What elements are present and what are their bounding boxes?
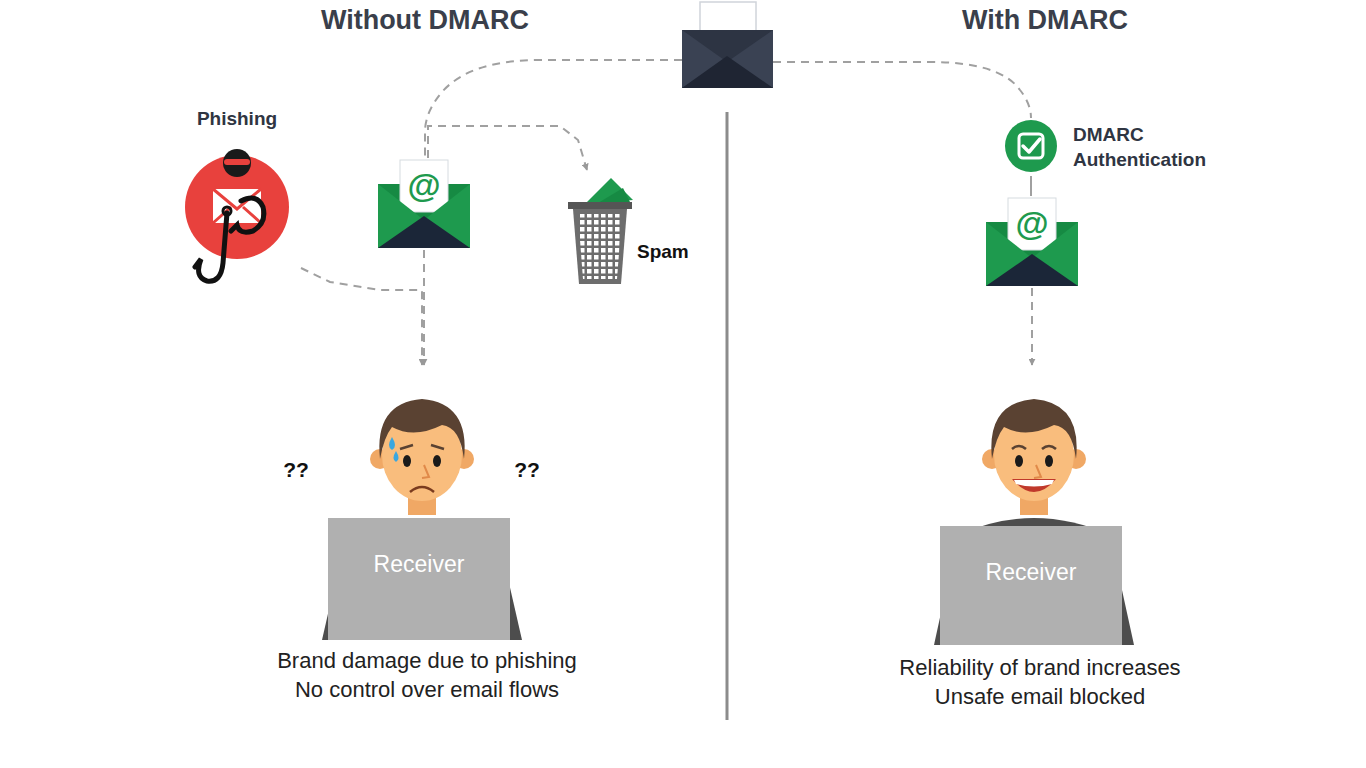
- dmarc-badge: DMARC Authentication: [1001, 118, 1227, 176]
- node-text: Phishing: [177, 107, 297, 131]
- flow-connector: [301, 268, 422, 365]
- receiver-laptop-shape: [300, 365, 550, 640]
- outcome-note: Unsafe email blocked: [935, 684, 1145, 710]
- phishing-icon-shape: [177, 103, 297, 303]
- node-text: Receiver: [328, 550, 510, 578]
- flow-line: [425, 60, 682, 158]
- top-envelope: [682, 2, 773, 88]
- outcome-note: Reliability of brand increases: [899, 655, 1180, 681]
- outcome-note: No control over email flows: [295, 677, 559, 703]
- receiver-laptop: Receiver: [300, 365, 550, 640]
- node-text: Receiver: [940, 558, 1122, 586]
- panel-heading: With DMARC: [962, 4, 1128, 36]
- node-text: Spam: [637, 240, 689, 264]
- node-text: @: [378, 166, 470, 204]
- flow-connector: [1030, 176, 1032, 196]
- question-marks: ??: [283, 458, 309, 482]
- question-marks: ??: [514, 458, 540, 482]
- flow-connector: [423, 250, 425, 365]
- receiver-laptop: Receiver: [908, 365, 1158, 645]
- node-text: DMARC Authentication: [1073, 122, 1223, 172]
- spam-bin-shape: [565, 170, 635, 288]
- outcome-note: Brand damage due to phishing: [277, 648, 577, 674]
- email-envelope: @: [986, 196, 1082, 288]
- flow-line: [773, 62, 1031, 118]
- flow-connector: [428, 126, 587, 170]
- panel-heading: Without DMARC: [321, 4, 529, 36]
- phishing-icon: Phishing: [177, 103, 301, 303]
- divider-line: [726, 112, 729, 720]
- dmarc-badge-shape: [1001, 118, 1061, 176]
- spam-bin: Spam: [565, 170, 695, 288]
- email-envelope: @: [378, 158, 474, 250]
- receiver-laptop-shape: [908, 365, 1158, 645]
- flow-connector: [1031, 288, 1033, 365]
- node-text: @: [986, 204, 1078, 242]
